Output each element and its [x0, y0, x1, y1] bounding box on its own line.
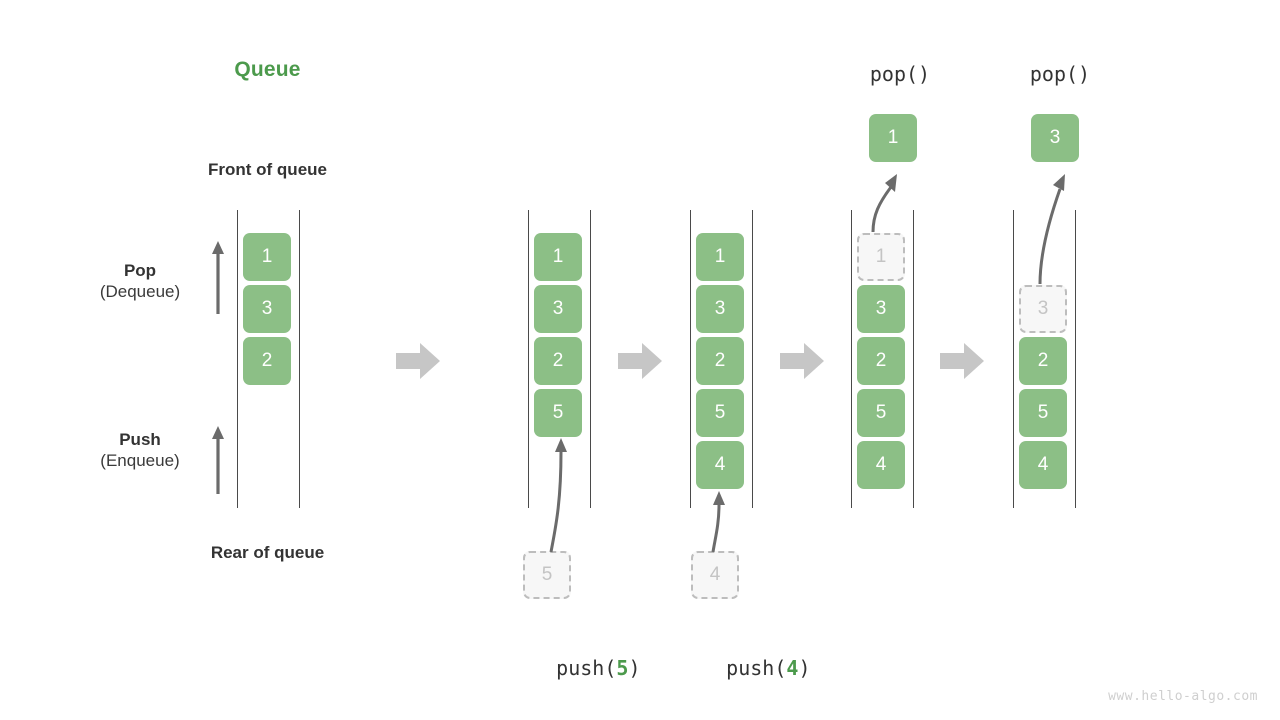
queue-rail-left-5 — [1013, 210, 1014, 508]
pop-label: Pop (Dequeue) — [55, 261, 225, 302]
queue-cell: 1 — [243, 233, 291, 281]
push-label-main: Push — [119, 430, 161, 449]
pop-label-sub: (Dequeue) — [99, 281, 181, 301]
push-direction-arrow — [208, 425, 228, 495]
queue-cell: 2 — [696, 337, 744, 385]
queue-cell: 4 — [1019, 441, 1067, 489]
queue-rail-right-1 — [299, 210, 300, 508]
page-title: Queue — [234, 58, 301, 81]
caption-value: 5 — [616, 656, 629, 680]
pop-caption-1: pop() — [869, 62, 931, 86]
front-of-queue-label: Front of queue — [208, 160, 327, 179]
push-4-caption: push(4) — [678, 632, 810, 704]
queue-rail-right-2 — [590, 210, 591, 508]
push-motion-arrow — [525, 430, 595, 555]
queue-cell: 3 — [1019, 285, 1067, 333]
caption-prefix: push( — [556, 656, 617, 680]
queue-rail-left-3 — [690, 210, 691, 508]
queue-cell: 3 — [857, 285, 905, 333]
pop-label-main: Pop — [123, 261, 157, 280]
queue-cell: 2 — [243, 337, 291, 385]
push-label: Push (Enqueue) — [55, 430, 225, 471]
pop-motion-arrow — [1018, 165, 1098, 287]
step-arrow-icon — [940, 341, 984, 381]
push-5-caption: push(5) — [508, 632, 640, 704]
queue-cell: 3 — [243, 285, 291, 333]
queue-rail-left-2 — [528, 210, 529, 508]
queue-cell: 3 — [534, 285, 582, 333]
queue-cell: 4 — [696, 441, 744, 489]
popped-element: 1 — [869, 114, 917, 162]
queue-rail-left-4 — [851, 210, 852, 508]
pop-motion-arrow — [857, 165, 937, 235]
queue-cell: 5 — [857, 389, 905, 437]
queue-rail-left-1 — [237, 210, 238, 508]
caption-suffix: ) — [628, 656, 641, 680]
pop-caption-2: pop() — [1029, 62, 1091, 86]
step-arrow-icon — [618, 341, 662, 381]
queue-cell: 5 — [1019, 389, 1067, 437]
queue-rail-right-3 — [752, 210, 753, 508]
caption-suffix: ) — [798, 656, 811, 680]
queue-cell: 5 — [534, 389, 582, 437]
queue-cell: 2 — [534, 337, 582, 385]
push-motion-arrow — [693, 483, 763, 555]
step-arrow-icon — [396, 341, 440, 381]
incoming-element: 5 — [523, 551, 571, 599]
rear-of-queue-label: Rear of queue — [210, 543, 325, 562]
push-label-sub: (Enqueue) — [100, 450, 180, 470]
queue-cell: 2 — [1019, 337, 1067, 385]
popped-element: 3 — [1031, 114, 1079, 162]
queue-cell: 2 — [857, 337, 905, 385]
queue-rail-right-5 — [1075, 210, 1076, 508]
queue-cell: 1 — [534, 233, 582, 281]
caption-value: 4 — [786, 656, 799, 680]
queue-cell: 5 — [696, 389, 744, 437]
pop-direction-arrow — [208, 240, 228, 315]
step-arrow-icon — [780, 341, 824, 381]
queue-cell: 1 — [696, 233, 744, 281]
queue-cell: 1 — [857, 233, 905, 281]
caption-prefix: push( — [726, 656, 787, 680]
incoming-element: 4 — [691, 551, 739, 599]
queue-rail-right-4 — [913, 210, 914, 508]
queue-cell: 3 — [696, 285, 744, 333]
queue-cell: 4 — [857, 441, 905, 489]
watermark: www.hello-algo.com — [1108, 689, 1258, 704]
